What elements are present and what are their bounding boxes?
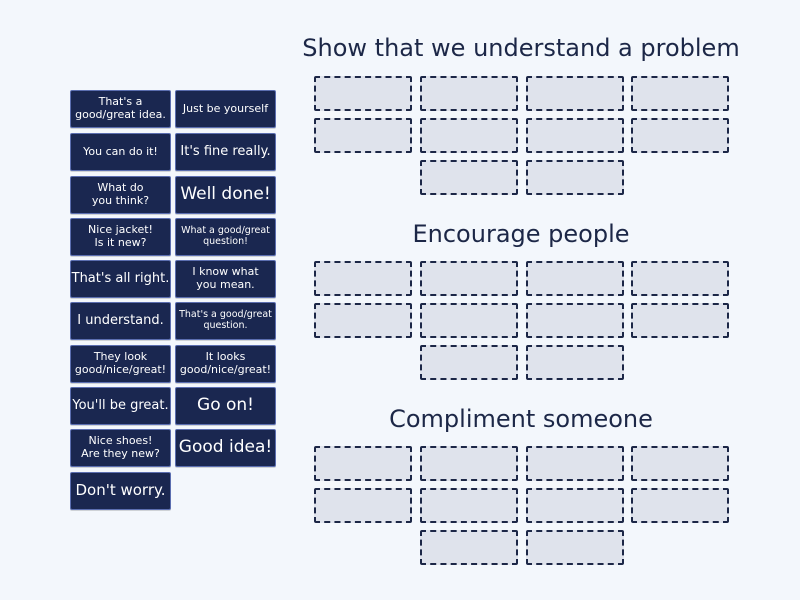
answer-card[interactable]: It looks good/nice/great! (175, 345, 276, 383)
drop-slot[interactable] (526, 76, 624, 111)
answer-card[interactable]: I understand. (70, 302, 171, 340)
drop-slot[interactable] (526, 160, 624, 195)
answer-card[interactable]: I know what you mean. (175, 260, 276, 298)
drop-slot[interactable] (631, 261, 729, 296)
answer-card[interactable]: That's a good/great idea. (70, 90, 171, 128)
answer-card[interactable]: You can do it! (70, 133, 171, 171)
group-title-compliment: Compliment someone (389, 405, 653, 433)
drop-slot[interactable] (526, 488, 624, 523)
drop-slot[interactable] (631, 303, 729, 338)
drop-slot[interactable] (314, 488, 412, 523)
drop-slot[interactable] (526, 345, 624, 380)
answer-card[interactable]: It's fine really. (175, 133, 276, 171)
drop-slot[interactable] (526, 303, 624, 338)
drop-slot[interactable] (420, 160, 518, 195)
drop-slot[interactable] (314, 76, 412, 111)
group-title-problem: Show that we understand a problem (302, 34, 740, 62)
answer-card[interactable]: They look good/nice/great! (70, 345, 171, 383)
drop-slot[interactable] (631, 446, 729, 481)
drop-slot[interactable] (420, 76, 518, 111)
drop-slot[interactable] (526, 446, 624, 481)
answer-card[interactable]: Good idea! (175, 429, 276, 467)
drop-slot[interactable] (420, 446, 518, 481)
answer-card[interactable]: Just be yourself (175, 90, 276, 128)
answer-card[interactable]: That's all right. (70, 260, 171, 298)
drop-slot[interactable] (420, 530, 518, 565)
drop-slot[interactable] (420, 118, 518, 153)
answer-card[interactable]: What a good/great question! (175, 218, 276, 256)
drop-slot[interactable] (420, 303, 518, 338)
answer-card[interactable]: You'll be great. (70, 387, 171, 425)
drop-slot[interactable] (526, 261, 624, 296)
drop-slot[interactable] (631, 488, 729, 523)
answer-card[interactable]: What do you think? (70, 176, 171, 214)
answer-card[interactable]: Well done! (175, 176, 276, 214)
drop-slot[interactable] (526, 118, 624, 153)
drop-slot[interactable] (314, 118, 412, 153)
answer-card[interactable]: Don't worry. (70, 472, 171, 510)
drop-slot[interactable] (420, 261, 518, 296)
drop-slot[interactable] (420, 488, 518, 523)
answer-card[interactable]: Nice jacket! Is it new? (70, 218, 171, 256)
drop-slot[interactable] (314, 446, 412, 481)
answer-card[interactable]: Go on! (175, 387, 276, 425)
drop-slot[interactable] (314, 261, 412, 296)
drop-slot[interactable] (314, 303, 412, 338)
answer-card[interactable]: Nice shoes! Are they new? (70, 429, 171, 467)
answer-card[interactable]: That's a good/great question. (175, 302, 276, 340)
drop-slot[interactable] (526, 530, 624, 565)
group-title-encourage: Encourage people (412, 220, 630, 248)
drop-slot[interactable] (631, 76, 729, 111)
drop-slot[interactable] (631, 118, 729, 153)
drop-slot[interactable] (420, 345, 518, 380)
